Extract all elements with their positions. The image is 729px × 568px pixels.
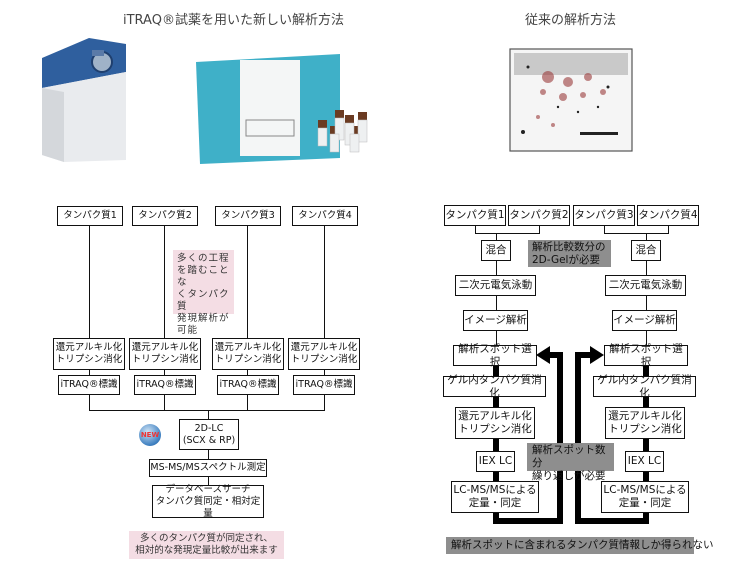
arrow-left-icon bbox=[536, 346, 550, 364]
arrow-right-icon bbox=[590, 346, 604, 364]
conventional-section-title: 従来の解析方法 bbox=[525, 13, 617, 28]
right-lcms-box-1: LC-MS/MSによる 定量・同定 bbox=[451, 481, 539, 513]
left-digest-box-2: 還元アルキル化 トリプシン消化 bbox=[129, 338, 201, 370]
merge-line bbox=[475, 233, 540, 234]
left-protein-3-box: タンパク質3 bbox=[215, 206, 281, 226]
right-spot-select-box-1: 解析スポット選択 bbox=[453, 343, 537, 368]
right-digest-box-1: 還元アルキル化 トリプシン消化 bbox=[455, 407, 535, 439]
loop-line bbox=[643, 366, 649, 523]
loop-line bbox=[575, 352, 581, 524]
connector-line bbox=[324, 370, 325, 375]
right-protein-3-box: タンパク質3 bbox=[573, 205, 635, 226]
connector-line bbox=[496, 296, 497, 310]
right-electrophoresis-box-2: 二次元電気泳動 bbox=[605, 275, 686, 296]
left-protein-1-box: タンパク質1 bbox=[57, 206, 123, 226]
no-extra-steps-note: 多くの工程 を踏むことな くタンパク質 発現解析が 可能 bbox=[173, 250, 234, 336]
itraq-section-title: iTRAQ®試薬を用いた新しい解析方法 bbox=[123, 13, 344, 28]
right-mix-box-1: 混合 bbox=[481, 240, 511, 261]
right-lcms-box-2: LC-MS/MSによる 定量・同定 bbox=[601, 481, 689, 513]
left-2dlc-box: 2D-LC (SCX & RP) bbox=[179, 419, 239, 450]
right-mix-box-2: 混合 bbox=[631, 240, 661, 261]
right-in-gel-digest-box-2: ゲル内タンパク質消化 bbox=[593, 374, 696, 399]
connector-line bbox=[604, 226, 605, 234]
left-itraq-label-box-4: iTRAQ®標識 bbox=[293, 375, 355, 395]
connector-line bbox=[646, 261, 647, 275]
right-in-gel-digest-box-1: ゲル内タンパク質消化 bbox=[443, 374, 546, 399]
left-database-search-box: データベースサーチ タンパク質同定・相対定量 bbox=[152, 484, 264, 519]
connector-line bbox=[668, 226, 669, 234]
right-iex-lc-box-1: IEX LC bbox=[476, 451, 515, 472]
right-iex-lc-box-2: IEX LC bbox=[625, 451, 664, 472]
right-protein-2-box: タンパク質2 bbox=[508, 205, 570, 226]
left-protein-4-box: タンパク質4 bbox=[292, 206, 358, 226]
left-itraq-label-box-1: iTRAQ®標識 bbox=[58, 375, 120, 395]
merge-line bbox=[89, 410, 325, 411]
loop-line bbox=[493, 518, 563, 524]
new-badge-icon: NEW bbox=[139, 424, 161, 446]
connector-line bbox=[496, 331, 497, 345]
connector-line bbox=[89, 395, 90, 410]
connector-line bbox=[208, 477, 209, 485]
connector-line bbox=[324, 395, 325, 410]
connector-line bbox=[475, 226, 476, 234]
connector-line bbox=[164, 370, 165, 375]
connector-line bbox=[247, 395, 248, 410]
loop-line bbox=[557, 352, 563, 524]
left-itraq-label-box-2: iTRAQ®標識 bbox=[134, 375, 196, 395]
left-result-note: 多くのタンパク質が同定され、 相対的な発現定量比較が出来ます bbox=[129, 531, 284, 559]
connector-line bbox=[208, 450, 209, 459]
left-digest-box-3: 還元アルキル化 トリプシン消化 bbox=[212, 338, 284, 370]
connector-line bbox=[208, 410, 209, 419]
loop-line bbox=[493, 366, 499, 523]
right-electrophoresis-box-1: 二次元電気泳動 bbox=[455, 275, 536, 296]
2d-gel-image bbox=[509, 48, 633, 152]
connector-line bbox=[89, 370, 90, 375]
connector-line bbox=[247, 226, 248, 338]
left-digest-box-1: 還元アルキル化 トリプシン消化 bbox=[53, 338, 125, 370]
right-image-analysis-box-2: イメージ解析 bbox=[612, 310, 677, 331]
right-digest-box-2: 還元アルキル化 トリプシン消化 bbox=[605, 407, 685, 439]
left-digest-box-4: 還元アルキル化 トリプシン消化 bbox=[288, 338, 360, 370]
left-protein-2-box: タンパク質2 bbox=[132, 206, 198, 226]
connector-line bbox=[496, 261, 497, 275]
connector-line bbox=[164, 226, 165, 338]
right-image-analysis-box-1: イメージ解析 bbox=[463, 310, 528, 331]
connector-line bbox=[646, 233, 647, 240]
connector-line bbox=[646, 296, 647, 310]
right-result-note: 解析スポットに含まれるタンパク質情報しか得られない bbox=[446, 537, 714, 554]
connector-line bbox=[324, 226, 325, 338]
connector-line bbox=[247, 370, 248, 375]
connector-line bbox=[496, 233, 497, 240]
connector-line bbox=[89, 226, 90, 338]
loop-line bbox=[545, 352, 563, 358]
loop-line bbox=[575, 518, 649, 524]
gel-count-note: 解析比較数分の 2D-Gelが必要 bbox=[528, 240, 611, 267]
repeat-per-spot-note: 解析スポット数分 繰り返しが必要 bbox=[527, 443, 614, 482]
right-protein-4-box: タンパク質4 bbox=[637, 205, 699, 226]
right-spot-select-box-2: 解析スポット選択 bbox=[604, 343, 688, 368]
connector-line bbox=[646, 331, 647, 345]
left-itraq-label-box-3: iTRAQ®標識 bbox=[217, 375, 279, 395]
connector-line bbox=[539, 226, 540, 234]
merge-line bbox=[604, 233, 669, 234]
loop-line bbox=[575, 352, 593, 358]
left-msms-box: MS-MS/MSスペクトル測定 bbox=[149, 459, 267, 477]
mass-spectrometer-image bbox=[42, 38, 126, 162]
right-protein-1-box: タンパク質1 bbox=[444, 205, 506, 226]
itraq-reagent-kit-image bbox=[196, 54, 368, 164]
connector-line bbox=[164, 395, 165, 410]
